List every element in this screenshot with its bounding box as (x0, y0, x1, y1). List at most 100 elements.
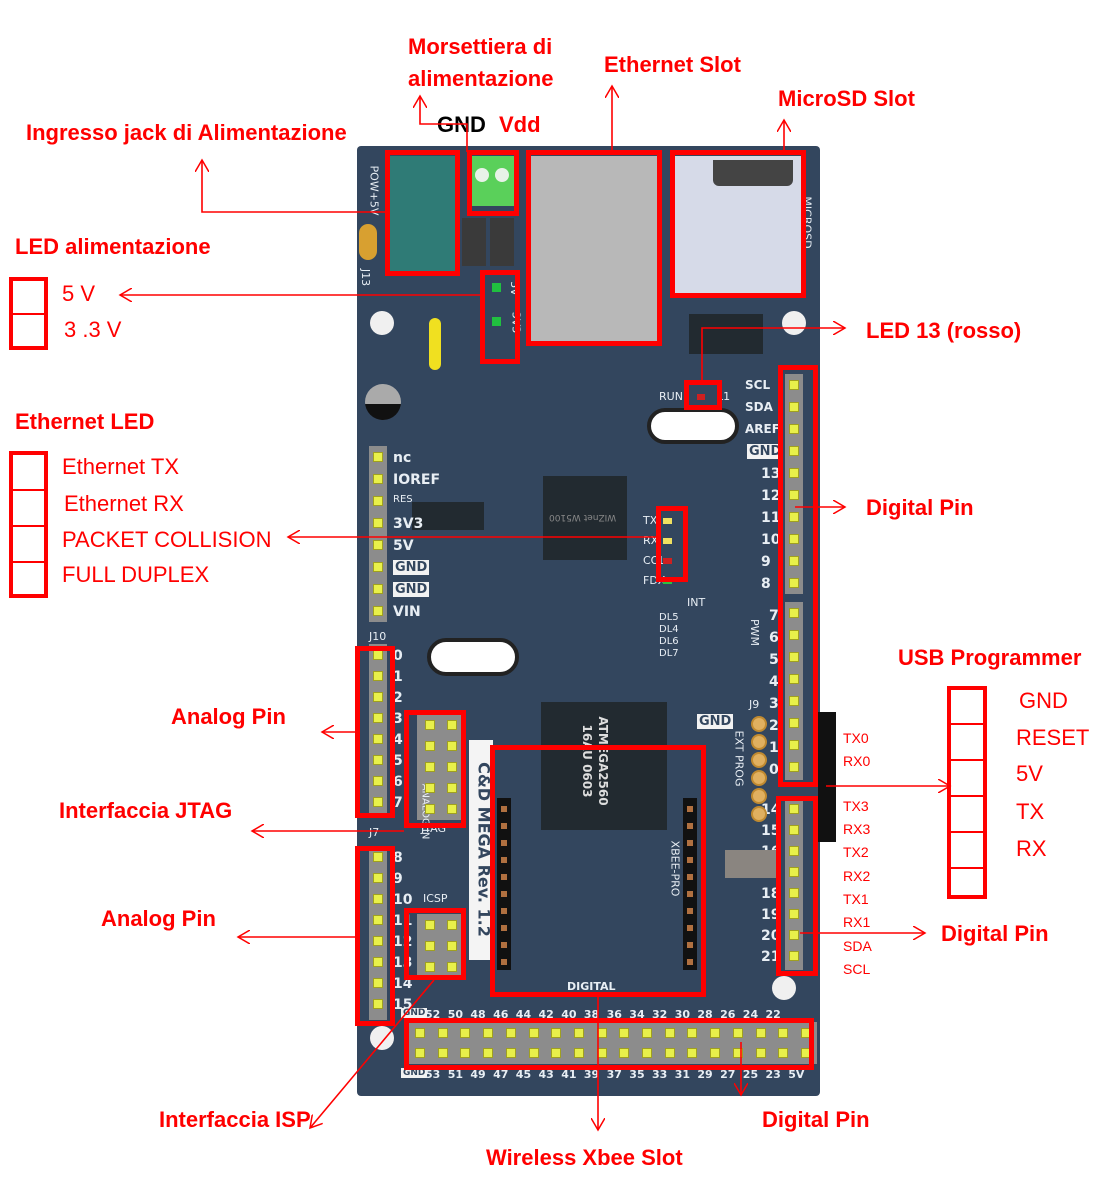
led-13 (697, 394, 705, 400)
header-pin (373, 915, 383, 925)
bottom-top-label: 52 (425, 1008, 441, 1021)
ethernet-led-legend (9, 451, 48, 598)
bottom-bottom-label: 33 (652, 1068, 668, 1081)
xbee-pin (687, 942, 693, 948)
pcb-j10-label: J10 (369, 630, 387, 643)
pcb-int-label: INT (687, 596, 706, 609)
header-pin (373, 894, 383, 904)
pcb-board: POW+5V J13 5V 3V3 MICROSD RUN L1 WIZnet … (357, 146, 820, 1096)
pwm-pin-label: 1 (769, 740, 779, 756)
header-pin (528, 1048, 539, 1058)
usb-rx: RX (1016, 836, 1047, 861)
microsd-card-slot (713, 160, 793, 186)
header-pin (664, 1048, 675, 1058)
header-pin (778, 1048, 789, 1058)
header-pin (483, 1028, 494, 1038)
header-pin (789, 490, 799, 500)
power-header (369, 446, 387, 622)
xbee-pin (687, 857, 693, 863)
right-header-label: SDA (745, 400, 773, 414)
eth-led (663, 538, 672, 544)
bottom-top-label: 50 (447, 1008, 463, 1021)
dl-label: DL4 (659, 624, 679, 635)
bottom-bottom-label: 25 (742, 1068, 759, 1081)
header-pin (373, 692, 383, 702)
eth-led (663, 518, 672, 524)
pwm-pin-label: 4 (769, 674, 779, 690)
header-pin (789, 402, 799, 412)
header-pin (415, 1048, 425, 1058)
header-pin (425, 941, 435, 951)
right-header-label: 10 (761, 532, 781, 548)
header-pin (447, 941, 457, 951)
eth-led (663, 558, 672, 564)
pcb-j9-label: J9 (749, 698, 760, 711)
header-pin (437, 1028, 448, 1038)
power-led-legend-cell (13, 281, 44, 315)
ext-prog-pad (751, 734, 767, 750)
header-pin (789, 909, 799, 919)
comm-pin-label: 20 (761, 928, 781, 944)
header-pin (596, 1048, 607, 1058)
header-pin (447, 783, 457, 793)
xbee-pin (687, 823, 693, 829)
header-pin (447, 741, 457, 751)
serial-pin-label: RX2 (843, 868, 871, 884)
serial-pin-label: RX1 (843, 914, 871, 930)
header-pin (755, 1028, 766, 1038)
bottom-top-label: 24 (742, 1008, 759, 1021)
label-power-led-title: LED alimentazione (15, 234, 211, 259)
pcb-j9-gnd-tag: GND (697, 714, 734, 729)
analog-pin-label: 4 (393, 732, 403, 748)
header-pin (789, 888, 799, 898)
serial-pin-label: SCL (843, 961, 871, 977)
header-pin (789, 534, 799, 544)
xbee-pin (687, 891, 693, 897)
capacitor-c26 (365, 384, 401, 420)
bottom-bottom-label: 47 (493, 1068, 509, 1081)
header-pin (789, 380, 799, 390)
header-pin (373, 734, 383, 744)
usb-legend-cell (951, 833, 983, 869)
power-header-label: GND (393, 560, 430, 575)
bottom-bottom-label: 5V (788, 1068, 805, 1081)
header-pin (789, 556, 799, 566)
ext-prog-pad (751, 716, 767, 732)
pwm-pin-label: 5 (769, 652, 779, 668)
highlight-terminal-block (467, 150, 519, 216)
jack-pad (359, 224, 377, 260)
bottom-top-label: 44 (515, 1008, 532, 1021)
header-pin (551, 1028, 562, 1038)
bottom-bottom-label: 37 (606, 1068, 622, 1081)
header-comm (785, 798, 803, 970)
header-pin (789, 867, 799, 877)
right-header-label: GND (747, 444, 784, 459)
highlight-power-jack (385, 150, 460, 276)
usb-gnd: GND (1019, 688, 1068, 713)
highlight-isp (404, 908, 466, 980)
header-pin (373, 755, 383, 765)
bottom-top-label: 48 (470, 1008, 486, 1021)
highlight-ethernet-leds (656, 506, 688, 582)
power-led-3v3: 3 .3 V (64, 317, 122, 342)
label-ethernet-led-title: Ethernet LED (15, 409, 155, 434)
header-pin (710, 1048, 721, 1058)
analog-pin-label: 8 (393, 850, 403, 866)
header-pin (755, 1048, 766, 1058)
analog-pin-label: 3 (393, 711, 403, 727)
dl-label: DL6 (659, 636, 679, 647)
xbee-pin (687, 840, 693, 846)
bottom-bottom-label: 45 (515, 1068, 532, 1081)
bottom-bottom-label: GND (401, 1068, 428, 1078)
header-analog-bottom (369, 846, 387, 1020)
label-analog-pin-bottom: Analog Pin (101, 906, 216, 931)
label-ethernet-slot: Ethernet Slot (604, 52, 741, 77)
bottom-top-label: 38 (583, 1008, 600, 1021)
header-analog-top (369, 644, 387, 816)
serial-pin-label: RX0 (843, 753, 871, 769)
pwm-pin-label: 2 (769, 718, 779, 734)
header-pin (687, 1048, 698, 1058)
header-pin (687, 1028, 698, 1038)
header-pin (373, 518, 383, 528)
usb-connector (818, 712, 836, 842)
